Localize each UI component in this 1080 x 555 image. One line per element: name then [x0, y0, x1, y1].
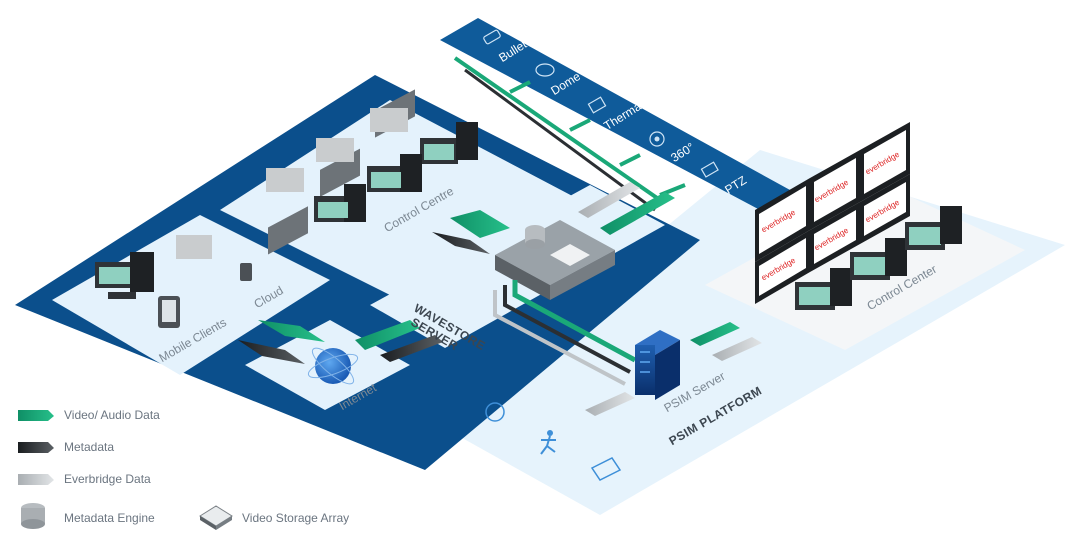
control-center-workstations: [795, 206, 962, 310]
control-centre-workstations: [266, 89, 478, 255]
intruder-alert-icon: [540, 430, 556, 455]
legend-video-storage: Video Storage Array: [242, 507, 349, 529]
legend-metadata-label: Metadata: [64, 440, 115, 454]
psim-data-arrows: [585, 322, 762, 416]
ptz-camera-icon: [700, 161, 719, 178]
legend-metadata-swatch: [18, 442, 54, 453]
mobile-cloud-panel: [52, 215, 330, 375]
camera-strip: [440, 18, 790, 210]
legend-everbridge: Everbridge Data: [64, 468, 151, 490]
legend-metadata: Metadata: [64, 436, 114, 458]
mobile-clients-devices: [95, 235, 252, 328]
legend-metadata-engine-icon: [21, 503, 45, 529]
legend-everbridge-swatch: [18, 474, 54, 485]
legend-video-audio: Video/ Audio Data: [64, 404, 160, 426]
data-flow-arrows: [238, 210, 637, 386]
fire-alert-icon: [485, 402, 505, 422]
wavestore-server-box: [495, 220, 615, 300]
thermal-camera-icon: [587, 96, 607, 114]
legend-video-audio-label: Video/ Audio Data: [64, 408, 160, 422]
psim-server-icon: [635, 330, 680, 400]
access-door-icon: [590, 457, 622, 481]
camera-data-lines: [453, 56, 686, 235]
legend-metadata-engine-label: Metadata Engine: [64, 511, 155, 525]
legend-video-storage-icon: [199, 505, 233, 530]
legend-everbridge-label: Everbridge Data: [64, 472, 151, 486]
dome-camera-icon: [535, 63, 555, 77]
bullet-camera-icon: [483, 29, 501, 45]
legend-video-swatch: [18, 410, 54, 421]
legend-metadata-engine: Metadata Engine: [64, 507, 155, 529]
internet-globe-icon: [307, 347, 359, 385]
legend-swatches: [18, 410, 233, 530]
legend-video-storage-label: Video Storage Array: [242, 511, 350, 525]
camera-360-icon: [649, 131, 665, 147]
video-wall: [755, 122, 910, 304]
